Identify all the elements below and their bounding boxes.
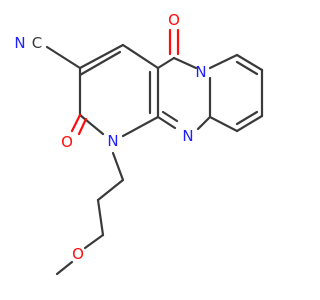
bond-c5-n6 [172,56,198,70]
ring-nitrogen-alkyl-label: N [107,132,118,150]
bond-c10-c9a [208,115,239,133]
bond-c10a-n10 [156,115,177,130]
ring-nitrogen-imine-label: N [182,127,193,145]
carbonyl-left-bond [70,113,82,133]
bond-c9-c10 [235,114,264,133]
molecule-structure: N C O N O N N O [14,11,264,276]
nitrile-carbon-bond [45,45,82,70]
bond-c7-c8 [235,53,264,72]
bond-n10-c9a [196,115,212,131]
bond-c7-c8-double [235,60,259,76]
bond-c4-c4a [121,43,160,70]
carbonyl-left-oxygen-label: O [61,133,73,151]
methoxy-bond [55,260,74,276]
carbonyl-top-oxygen-label: O [168,11,180,29]
nitrile-carbon-label: C [32,34,42,52]
bond-n6-c7 [208,53,239,70]
bond-c4a-c5 [156,56,176,70]
bond-c10a-n10-double [161,110,179,123]
chain-bond-4 [83,233,105,250]
bond-c10a-n1 [121,115,160,138]
ether-oxygen-label: O [72,245,84,263]
bond-c3-c4-double [78,50,122,77]
chain-bond-1 [111,151,125,182]
bond-c9-c10-double [235,110,259,126]
bond-c3-c4 [78,43,125,70]
chain-bond-2 [96,178,125,202]
bond-c2-n1 [78,113,105,136]
chain-bond-3 [96,198,105,237]
nitrile-nitrogen-label: N [14,34,25,52]
ring-nitrogen-bridge-label: N [195,63,206,81]
carbonyl-left-bond-double [77,117,88,136]
